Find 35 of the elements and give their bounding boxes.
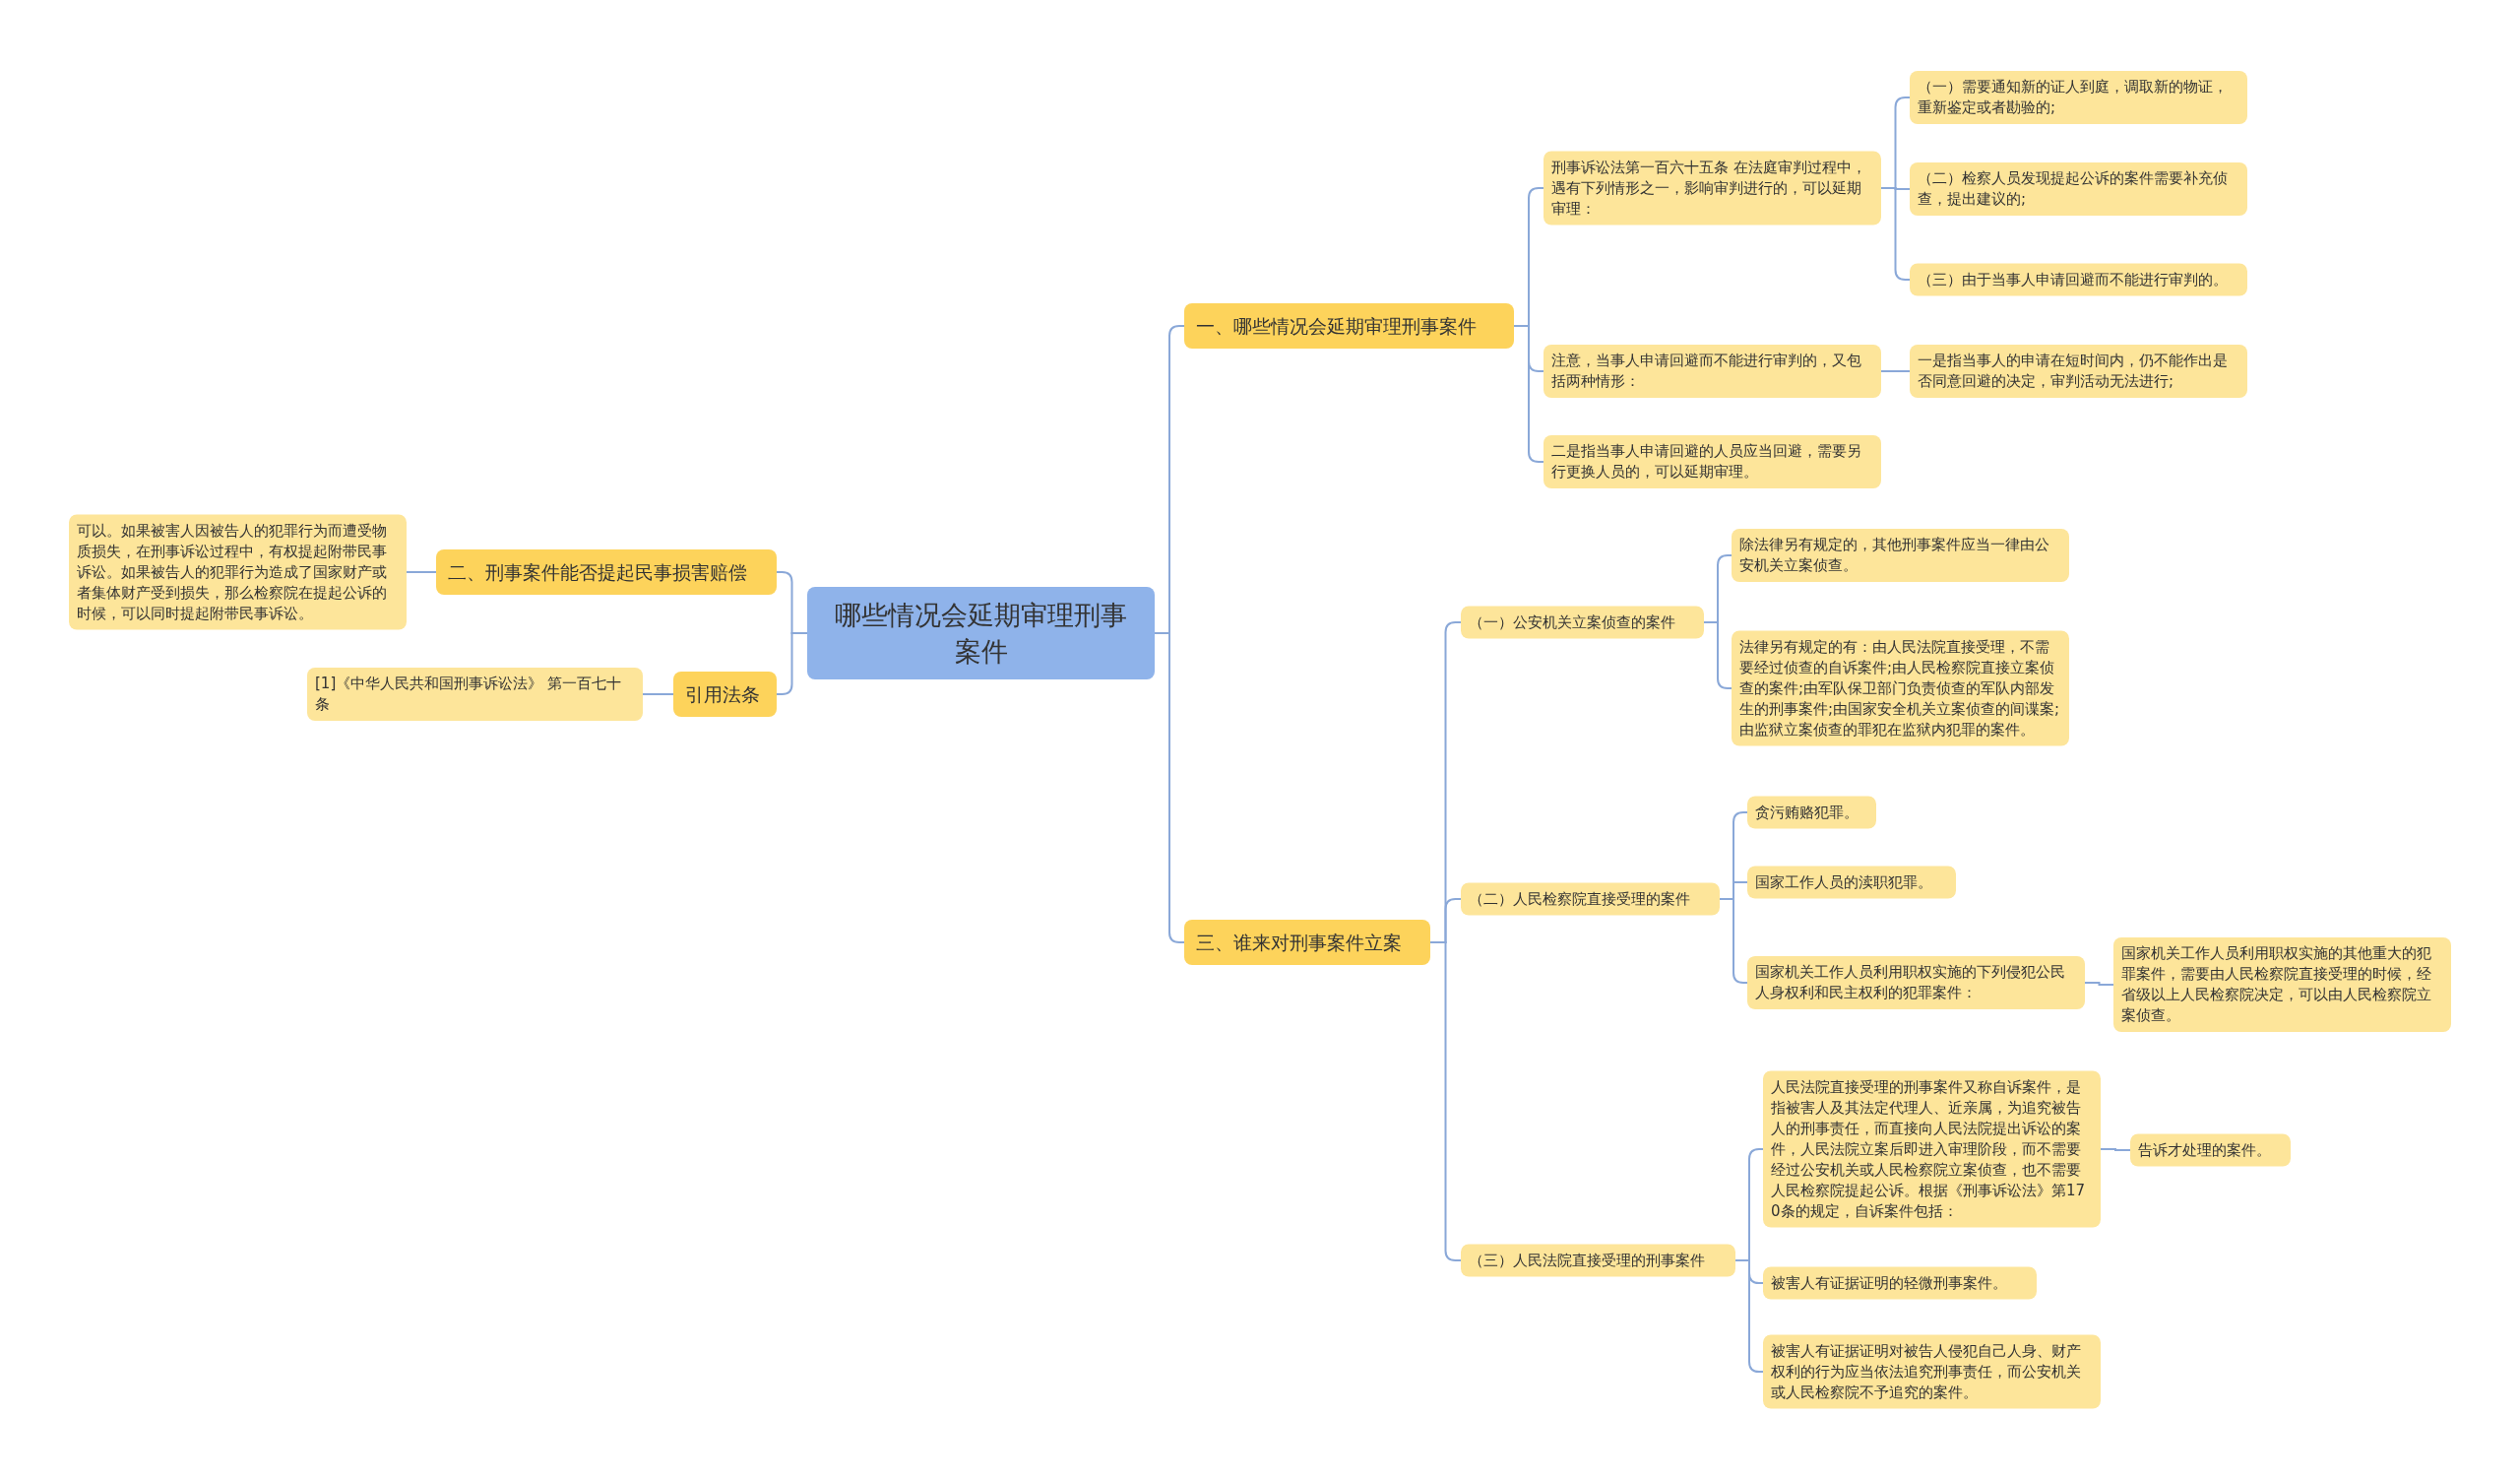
connector-line	[1429, 941, 1462, 1261]
subtopic-box: 人民法院直接受理的刑事案件又称自诉案件，是指被害人及其法定代理人、近亲属，为追究被告人的刑事责任，而直接向人民法院提出诉讼的案件，人民法院立案后即进入审理阶段，而不需要经过公安机关或人民检察院立案侦查，也不需要人民检察院提起公诉。根据《刑事诉讼法》第170条的规定，自诉案件包括：	[1763, 1070, 2101, 1228]
central-topic-box: 哪些情况会延期审理刑事案件	[807, 587, 1155, 679]
branch-topic-box: 二、刑事案件能否提起民事损害赔偿	[436, 549, 777, 595]
subtopic-box: （三）人民法院直接受理的刑事案件	[1461, 1244, 1735, 1277]
connector-line	[2084, 982, 2114, 986]
subtopic-box: 被害人有证据证明的轻微刑事案件。	[1763, 1266, 2037, 1300]
subtopic-box: 刑事诉讼法第一百六十五条 在法庭审判过程中，遇有下列情形之一，影响审判进行的，可以延期审理：	[1544, 151, 1881, 225]
subtopic-box: （一）公安机关立案侦查的案件	[1461, 606, 1704, 639]
subtopic-box: （二）人民检察院直接受理的案件	[1461, 882, 1720, 916]
connector-line	[1154, 632, 1185, 943]
connector-line	[2100, 1148, 2131, 1151]
subtopic-box: 除法律另有规定的，其他刑事案件应当一律由公安机关立案侦查。	[1732, 529, 2069, 582]
subtopic-box: （三）由于当事人申请回避而不能进行审判的。	[1910, 263, 2247, 296]
subtopic-box: 可以。如果被害人因被告人的犯罪行为而遭受物质损失，在刑事诉讼过程中，有权提起附带民事诉讼。如果被告人的犯罪行为造成了国家财产或者集体财产受到损失，那么检察院在提起公诉的时候，可以同时提起附带民事诉讼。	[69, 514, 407, 630]
branch-topic-box: 三、谁来对刑事案件立案	[1184, 920, 1430, 965]
connector-line	[642, 693, 674, 695]
subtopic-box: 贪污贿赂犯罪。	[1747, 796, 1876, 829]
branch-topic-box: 一、哪些情况会延期审理刑事案件	[1184, 303, 1514, 349]
subtopic-box: 国家机关工作人员利用职权实施的其他重大的犯罪案件，需要由人民检察院直接受理的时候，经省级以上人民检察院决定，可以由人民检察院立案侦查。	[2113, 937, 2451, 1032]
subtopic-box: （二）检察人员发现提起公诉的案件需要补充侦查，提出建议的;	[1910, 162, 2247, 216]
subtopic-box: 国家机关工作人员利用职权实施的下列侵犯公民人身权利和民主权利的犯罪案件：	[1747, 956, 2085, 1009]
subtopic-box: 被害人有证据证明对被告人侵犯自己人身、财产权利的行为应当依法追究刑事责任，而公安机关或人民检察院不予追究的案件。	[1763, 1334, 2101, 1409]
subtopic-box: 法律另有规定的有：由人民法院直接受理，不需要经过侦查的自诉案件;由人民检察院直接立案侦查的案件;由军队保卫部门负责侦查的军队内部发生的刑事案件;由国家安全机关立案侦查的间谍案;由监狱立案侦查的罪犯在监狱内犯罪的案件。	[1732, 630, 2069, 746]
subtopic-box: 二是指当事人申请回避的人员应当回避，需要另行更换人员的，可以延期审理。	[1544, 435, 1881, 488]
subtopic-box: [1]《中华人民共和国刑事诉讼法》 第一百七十条	[307, 668, 643, 721]
connector-line	[1703, 621, 1732, 689]
subtopic-box: 告诉才处理的案件。	[2130, 1133, 2291, 1167]
connector-line	[406, 571, 437, 573]
connector-line	[1880, 370, 1911, 372]
subtopic-box: 注意，当事人申请回避而不能进行审判的，又包括两种情形：	[1544, 345, 1881, 398]
subtopic-box: 一是指当事人的申请在短时间内，仍不能作出是否同意回避的决定，审判活动无法进行;	[1910, 345, 2247, 398]
subtopic-box: 国家工作人员的渎职犯罪。	[1747, 866, 1956, 899]
branch-topic-box: 引用法条	[673, 672, 777, 717]
subtopic-box: （一）需要通知新的证人到庭，调取新的物证，重新鉴定或者勘验的;	[1910, 71, 2247, 124]
